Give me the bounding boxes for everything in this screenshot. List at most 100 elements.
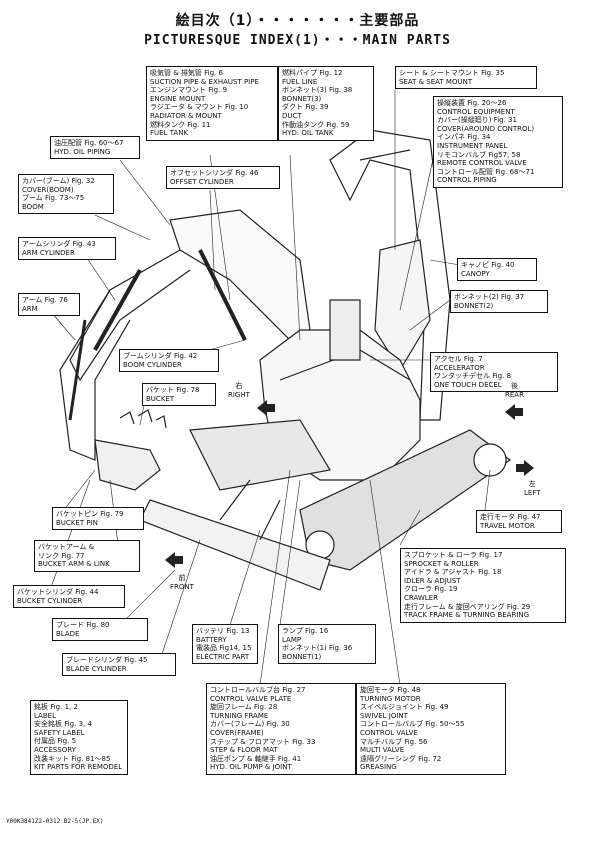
arm-line: ARM — [22, 304, 38, 313]
canopy-line: CANOPY — [461, 269, 490, 278]
control-equipment-line: 操縦装置 Fig. 20～26 — [437, 99, 507, 107]
suction-pipe-line: ENGINE MOUNT — [150, 94, 206, 103]
battery-line: 電装品 Fig14, 15 — [196, 644, 252, 653]
control-valve-plate-line: カバー(フレーム) Fig. 30 — [210, 720, 290, 729]
control-valve-plate-line: 旋回フレーム Fig. 28 — [210, 703, 278, 712]
accelerator-line: ACCELERATOR — [434, 363, 485, 372]
direction-rear-en: REAR — [505, 390, 524, 399]
label-line: LABEL — [34, 711, 56, 720]
bonnet2-line: BONNET(2) — [454, 301, 494, 310]
document-code: Y00K3841Z2-0312 B2-5(JP.EX) — [6, 818, 104, 825]
blade-cylinder-line: BLADE CYLINDER — [66, 664, 127, 673]
fuel-line-line: FUEL LINE — [282, 77, 318, 86]
turning-motor-line: CONTROL VALVE — [360, 728, 418, 737]
lamp-line: BONNET(1) — [282, 652, 322, 661]
lamp-line: ランプ Fig. 16 — [282, 627, 329, 635]
arm-cylinder-line: ARM CYLINDER — [22, 248, 75, 257]
control-equipment-line: コントロール配管 Fig. 68～71 — [437, 167, 535, 176]
control-equipment-line: COVER(AROUND CONTROL) — [437, 124, 535, 133]
accelerator-line: ワンタッチデセル Fig. 8 — [434, 372, 512, 381]
suction-pipe-line: ラジエータ & マウント Fig. 10 — [150, 103, 249, 112]
turning-motor-line: SWIVEL JOINT — [360, 711, 408, 720]
fuel-line-line: ダクト Fig. 39 — [282, 103, 329, 112]
bucket-line: バケット Fig. 78 — [146, 386, 200, 394]
bucket-cylinder-line: バケットシリンダ Fig. 44 — [17, 588, 99, 596]
fuel-line-line: ボンネット(3) Fig. 38 — [282, 86, 353, 95]
control-equipment-line: リモコンバルブ Fig57, 58 — [437, 150, 521, 159]
fuel-line-line: BONNET(3) — [282, 94, 322, 103]
blade-cylinder-line: ブレードシリンダ Fig. 45 — [66, 656, 148, 664]
battery-line: BATTERY — [196, 635, 227, 644]
sprocket-roller-line: スプロケット & ローラ Fig. 17 — [404, 551, 503, 559]
turning-motor-line: MULTI VALVE — [360, 746, 405, 755]
offset-cylinder-line: オフセットシリンダ Fig. 46 — [170, 169, 259, 177]
turning-motor-line: コントロールバルブ Fig. 50～55 — [360, 720, 465, 729]
hyd-oil-piping-line: HYD. OIL PIPING — [54, 147, 111, 156]
control-valve-plate-line: コントロールバルブ台 Fig. 27 — [210, 686, 306, 694]
direction-right: 右 RIGHT — [228, 382, 250, 399]
suction-pipe-line: FUEL TANK — [150, 129, 189, 138]
fuel-line-line: DUCT — [282, 111, 302, 120]
accelerator-line: ONE TOUCH DECEL — [434, 380, 502, 389]
direction-left-ja: 左 — [528, 480, 536, 488]
control-valve-plate-line: TURNING FRAME — [210, 711, 269, 720]
direction-front: 前 FRONT — [170, 574, 194, 591]
label-line: ACCESSORY — [34, 745, 76, 754]
sprocket-roller-line: SPROCKET & ROLLER — [404, 559, 479, 568]
lamp-line: LAMP — [282, 635, 302, 644]
sprocket-roller-line: IDLER & ADJUST — [404, 576, 461, 585]
control-valve-plate-line: STEP & FLOOR MAT — [210, 746, 278, 755]
label-line: SAFETY LABEL — [34, 728, 85, 737]
bonnet2-line: ボンネット(2) Fig. 37 — [454, 293, 525, 301]
turning-motor-line: マルチバルブ Fig. 56 — [360, 737, 428, 746]
sprocket-roller-line: アイドラ & アジャスト Fig. 18 — [404, 568, 502, 577]
canopy-line: キャノピ Fig. 40 — [461, 261, 515, 269]
suction-pipe-line: 吸気管 & 排気管 Fig. 6 — [150, 69, 223, 77]
control-equipment-line: REMOTE CONTROL VALVE — [437, 159, 527, 168]
sprocket-roller-line: クローラ Fig. 19 — [404, 585, 458, 594]
bucket-pin-line: BUCKET PIN — [56, 518, 98, 527]
control-valve-plate-line: ステップ & フロアマット Fig. 33 — [210, 737, 316, 746]
control-valve-plate-line: CONTROL VALVE PLATE — [210, 694, 292, 703]
offset-cylinder-line: OFFSET CYLINDER — [170, 177, 234, 186]
label-line: 銘板 Fig. 1, 2 — [34, 703, 78, 711]
battery-line: バッテリ Fig. 13 — [196, 627, 250, 635]
boom-cylinder-line: BOOM CYLINDER — [123, 360, 182, 369]
fuel-line-line: 作動油タンク Fig. 59 — [282, 120, 350, 129]
suction-pipe-line: エンジンマウント Fig. 9 — [150, 86, 228, 95]
bucket-line: BUCKET — [146, 394, 175, 403]
control-equipment-line: CONTROL PIPING — [437, 176, 497, 185]
suction-pipe-line: 燃料タンク Fig. 11 — [150, 120, 211, 129]
direction-right-ja: 右 — [235, 382, 243, 390]
sprocket-roller-line: 走行フレーム & 旋回ベアリング Fig. 29 — [404, 602, 531, 611]
cover-boom-line: COVER(BOOM) — [22, 185, 74, 194]
label-line: 安全銘板 Fig. 3, 4 — [34, 720, 92, 729]
travel-motor-line: TRAVEL MOTOR — [480, 521, 535, 530]
fuel-line-line: 燃料パイプ Fig. 12 — [282, 69, 343, 77]
cover-boom-line: BOOM — [22, 202, 44, 211]
battery-line: ELECTRIC PART — [196, 652, 250, 661]
direction-left-en: LEFT — [524, 488, 541, 497]
cover-boom-line: カバー(ブーム) Fig. 32 — [22, 177, 95, 185]
sprocket-roller-line: CRAWLER — [404, 593, 438, 602]
accelerator-line: アクセル Fig. 7 — [434, 355, 483, 363]
page-title-ja: 絵目次（1）・・・・・・・主要部品 — [175, 13, 420, 29]
arm-cylinder-line: アームシリンダ Fig. 43 — [22, 240, 96, 248]
